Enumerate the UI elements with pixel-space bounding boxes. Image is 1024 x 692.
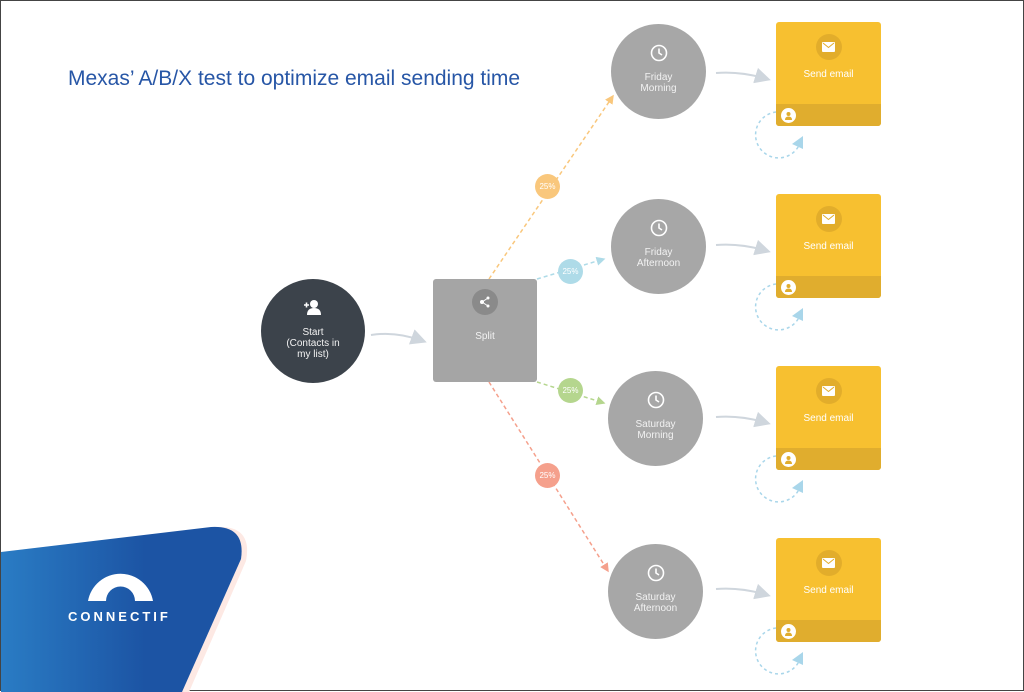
- split-percent-badge: 25%: [558, 378, 583, 403]
- clock-icon: [650, 44, 667, 62]
- connector-arrow: [715, 67, 771, 84]
- wait-node[interactable]: Saturday Morning: [608, 371, 703, 466]
- user-icon: [781, 280, 796, 295]
- page-title: Mexas’ A/B/X test to optimize email send…: [68, 67, 521, 90]
- connectif-logo: [1, 526, 248, 692]
- loop-arrow: [754, 627, 802, 675]
- split-percent-badge: 25%: [535, 174, 560, 199]
- wait-label: Saturday Morning: [635, 419, 676, 441]
- clock-icon: [650, 219, 667, 237]
- loop-arrowhead: [792, 308, 803, 321]
- clock-icon: [647, 391, 664, 409]
- wait-label: Saturday Afternoon: [633, 592, 678, 614]
- start-node[interactable]: Start (Contacts in my list): [261, 279, 365, 383]
- connector-arrow: [715, 239, 771, 256]
- email-footer: [776, 276, 881, 298]
- wait-label: Friday Afternoon: [636, 247, 681, 269]
- email-footer: [776, 104, 881, 126]
- envelope-icon: [815, 34, 842, 60]
- wait-node[interactable]: Friday Morning: [611, 24, 706, 119]
- envelope-icon: [815, 378, 842, 404]
- start-label: Start (Contacts in my list): [286, 327, 340, 360]
- split-percent-badge: 25%: [535, 463, 560, 488]
- send-email-label: Send email: [803, 69, 854, 80]
- loop-arrow: [754, 111, 802, 159]
- user-icon: [781, 624, 796, 639]
- send-email-node[interactable]: Send email: [776, 366, 881, 470]
- send-email-node[interactable]: Send email: [776, 22, 881, 126]
- user-icon: [781, 452, 796, 467]
- email-footer: [776, 448, 881, 470]
- loop-arrowhead: [792, 136, 803, 149]
- clock-icon: [647, 564, 664, 582]
- split-icon: [472, 289, 498, 315]
- send-email-label: Send email: [803, 241, 854, 252]
- logo-text: CONNECTIF: [68, 609, 171, 624]
- split-percent-badge: 25%: [558, 259, 583, 284]
- loop-arrowhead: [792, 652, 803, 665]
- wait-node[interactable]: Saturday Afternoon: [608, 544, 703, 639]
- envelope-icon: [815, 550, 842, 576]
- split-node[interactable]: Split: [433, 279, 537, 382]
- envelope-icon: [815, 206, 842, 232]
- add-contact-icon: [304, 300, 321, 315]
- loop-arrowhead: [792, 480, 803, 493]
- wait-label: Friday Morning: [640, 72, 677, 94]
- wait-node[interactable]: Friday Afternoon: [611, 199, 706, 294]
- split-label: Split: [475, 331, 495, 342]
- send-email-label: Send email: [803, 585, 854, 596]
- loop-arrow: [754, 455, 802, 503]
- connector-arrow: [715, 411, 771, 428]
- email-footer: [776, 620, 881, 642]
- connector-arrow: [715, 583, 771, 600]
- send-email-node[interactable]: Send email: [776, 194, 881, 298]
- user-icon: [781, 108, 796, 123]
- loop-arrow: [754, 283, 802, 331]
- send-email-node[interactable]: Send email: [776, 538, 881, 642]
- send-email-label: Send email: [803, 413, 854, 424]
